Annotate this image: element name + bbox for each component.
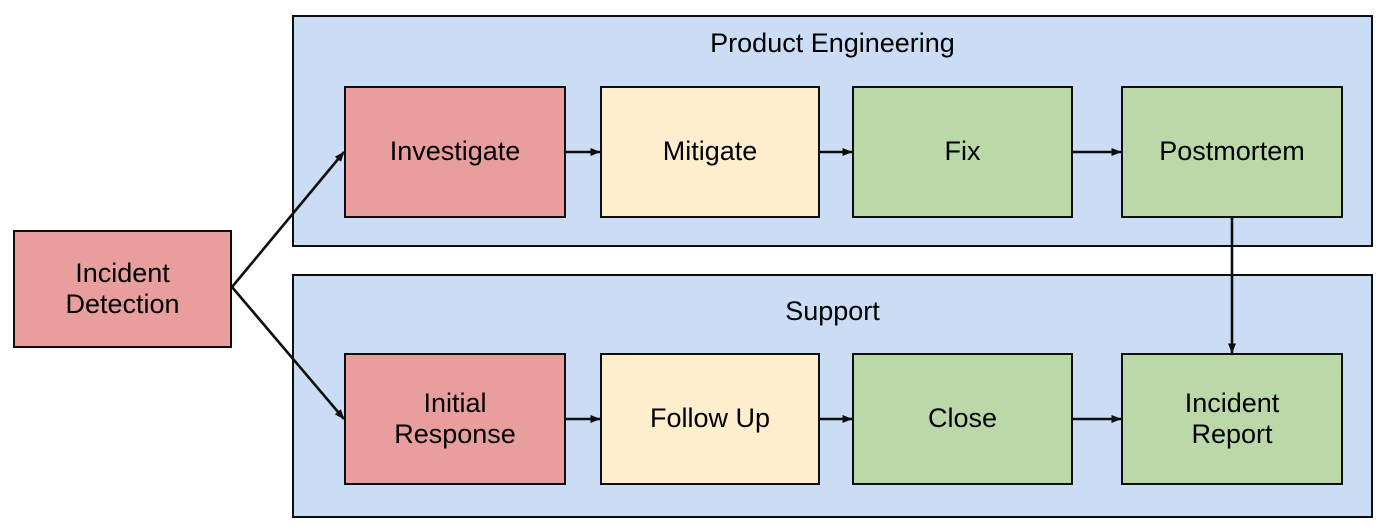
node-label: Mitigate (662, 136, 758, 167)
node-label: Follow Up (649, 403, 771, 434)
node-initial-response[interactable]: Initial Response (344, 353, 566, 485)
node-label: Close (927, 403, 998, 434)
swimlane-title-product-engineering: Product Engineering (710, 28, 955, 58)
node-follow-up[interactable]: Follow Up (600, 353, 820, 485)
node-investigate[interactable]: Investigate (344, 86, 566, 218)
node-label: Postmortem (1159, 136, 1305, 167)
node-postmortem[interactable]: Postmortem (1121, 86, 1343, 218)
node-label: Fix (944, 136, 981, 167)
node-mitigate[interactable]: Mitigate (600, 86, 820, 218)
node-label: Investigate (389, 136, 521, 167)
node-incident-report[interactable]: Incident Report (1121, 353, 1343, 485)
node-label: Incident Detection (65, 257, 180, 319)
node-close[interactable]: Close (852, 353, 1073, 485)
node-label: Initial Response (394, 387, 516, 449)
swimlane-title-support: Support (785, 296, 880, 326)
node-label: Incident Report (1184, 387, 1280, 449)
node-fix[interactable]: Fix (852, 86, 1073, 218)
node-incident-detection[interactable]: Incident Detection (13, 230, 232, 348)
